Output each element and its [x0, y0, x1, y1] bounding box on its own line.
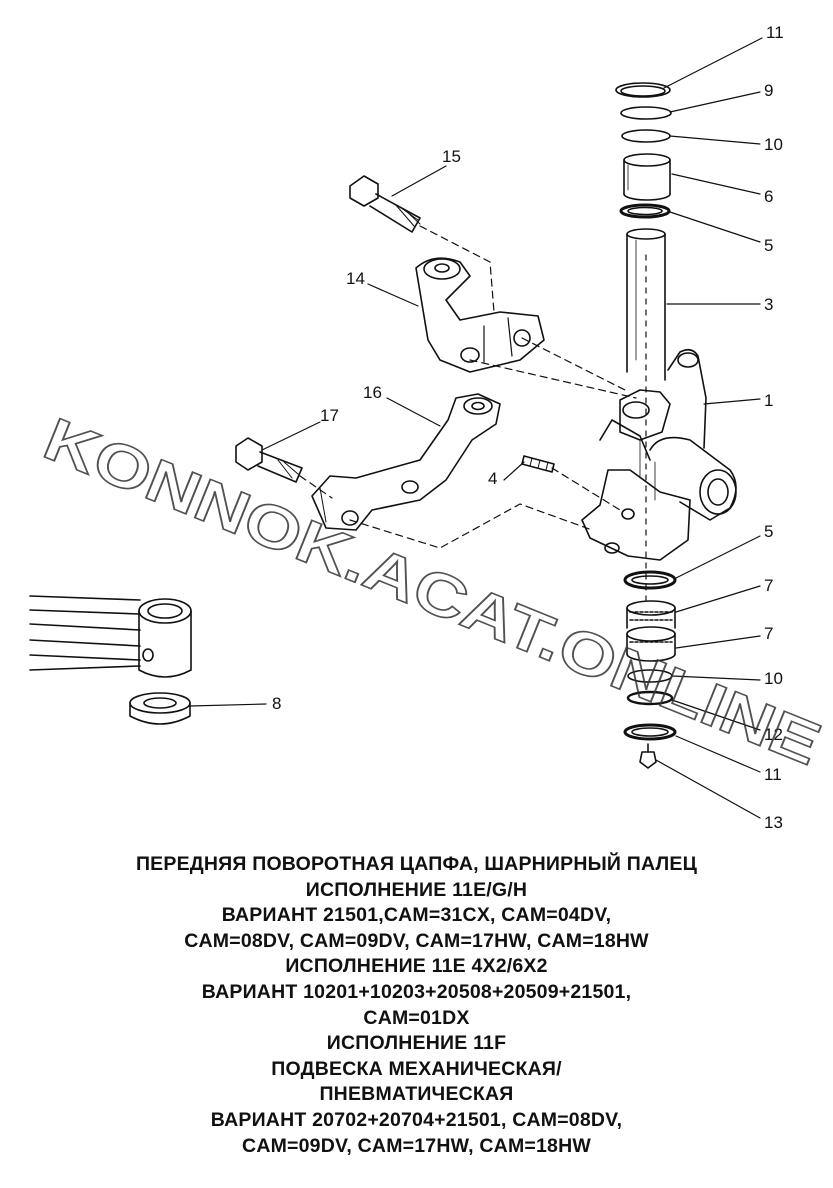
part-7-bearing-upper	[626, 600, 676, 629]
part-11-circlip-bottom	[623, 723, 677, 741]
caption-line: ПОДВЕСКА МЕХАНИЧЕСКАЯ/	[271, 1057, 562, 1080]
caption-line: ВАРИАНТ 20702+20704+21501, CAM=08DV,	[210, 1108, 623, 1131]
callout-1: 1	[764, 391, 773, 410]
part-6-bushing	[623, 153, 671, 201]
part-4-pin	[521, 455, 555, 473]
caption-line: ПНЕВМАТИЧЕСКАЯ	[319, 1083, 514, 1106]
callout-10-bottom: 10	[764, 669, 783, 688]
assembly-lines	[299, 225, 647, 601]
exploded-parts-diagram: 11 9 10 6 5 3 1 15 14 16 17 4 5 7 7 10 1…	[29, 23, 831, 832]
caption-line: ВАРИАНТ 10201+10203+20508+20509+21501,	[201, 980, 632, 1003]
part-5-seal-top	[619, 203, 671, 219]
part-3-kingpin	[626, 228, 666, 381]
part-14-steering-arm	[415, 257, 545, 373]
caption-line: ИСПОЛНЕНИЕ 11F	[326, 1032, 507, 1055]
caption-line: ИСПОЛНЕНИЕ 11E/G/H	[305, 878, 528, 901]
callout-13: 13	[764, 813, 783, 832]
callout-7-upper: 7	[764, 576, 773, 595]
caption-line: CAM=01DX	[363, 1006, 470, 1029]
callout-16: 16	[363, 383, 382, 402]
callout-5-bottom: 5	[764, 522, 773, 541]
callout-4: 4	[488, 469, 497, 488]
callout-6: 6	[764, 187, 773, 206]
part-5-seal-bottom	[623, 570, 677, 590]
caption-line: ВАРИАНТ 21501,CAM=31CX, CAM=04DV,	[221, 904, 612, 927]
callout-10-top: 10	[764, 135, 783, 154]
watermark: KONNOK.ACAT.ONLINE	[35, 405, 830, 778]
callout-12: 12	[764, 725, 783, 744]
figure-caption: ПЕРЕДНЯЯ ПОВОРОТНАЯ ЦАПФА, ШАРНИРНЫЙ ПАЛ…	[0, 852, 833, 1159]
callout-11-bottom: 11	[764, 765, 782, 784]
part-7-bearing-lower	[626, 626, 676, 662]
part-10-shim-top	[621, 129, 671, 143]
callout-labels: 11 9 10 6 5 3 1 15 14 16 17 4 5 7 7 10 1…	[272, 23, 784, 832]
caption-line: ПЕРЕДНЯЯ ПОВОРОТНАЯ ЦАПФА, ШАРНИРНЫЙ ПАЛ…	[135, 853, 698, 875]
part-16-tie-rod-arm	[311, 393, 501, 531]
callout-14: 14	[346, 269, 365, 288]
caption-line: CAM=09DV, CAM=17HW, CAM=18HW	[242, 1134, 591, 1157]
callout-9: 9	[764, 81, 773, 100]
axle-beam-end	[29, 595, 192, 678]
part-12-washer	[626, 690, 674, 706]
callout-7-lower: 7	[764, 624, 773, 643]
part-1-steering-knuckle	[581, 348, 737, 561]
part-15-bolt	[349, 175, 421, 233]
part-11-circlip-top	[615, 82, 671, 98]
leader-lines	[189, 37, 763, 819]
part-13-grease-nipple	[639, 743, 657, 769]
callout-5-top: 5	[764, 236, 773, 255]
part-8-seal	[129, 692, 191, 725]
caption-line: CAM=08DV, CAM=09DV, CAM=17HW, CAM=18HW	[184, 929, 649, 952]
callout-8: 8	[272, 694, 281, 713]
part-17-bolt	[235, 437, 303, 483]
callout-15: 15	[442, 147, 461, 166]
part-9-cap	[620, 106, 672, 120]
caption-line: ИСПОЛНЕНИЕ 11E 4X2/6X2	[285, 955, 548, 978]
callout-17: 17	[320, 406, 339, 425]
callout-3: 3	[764, 295, 773, 314]
callout-11-top: 11	[766, 23, 784, 42]
